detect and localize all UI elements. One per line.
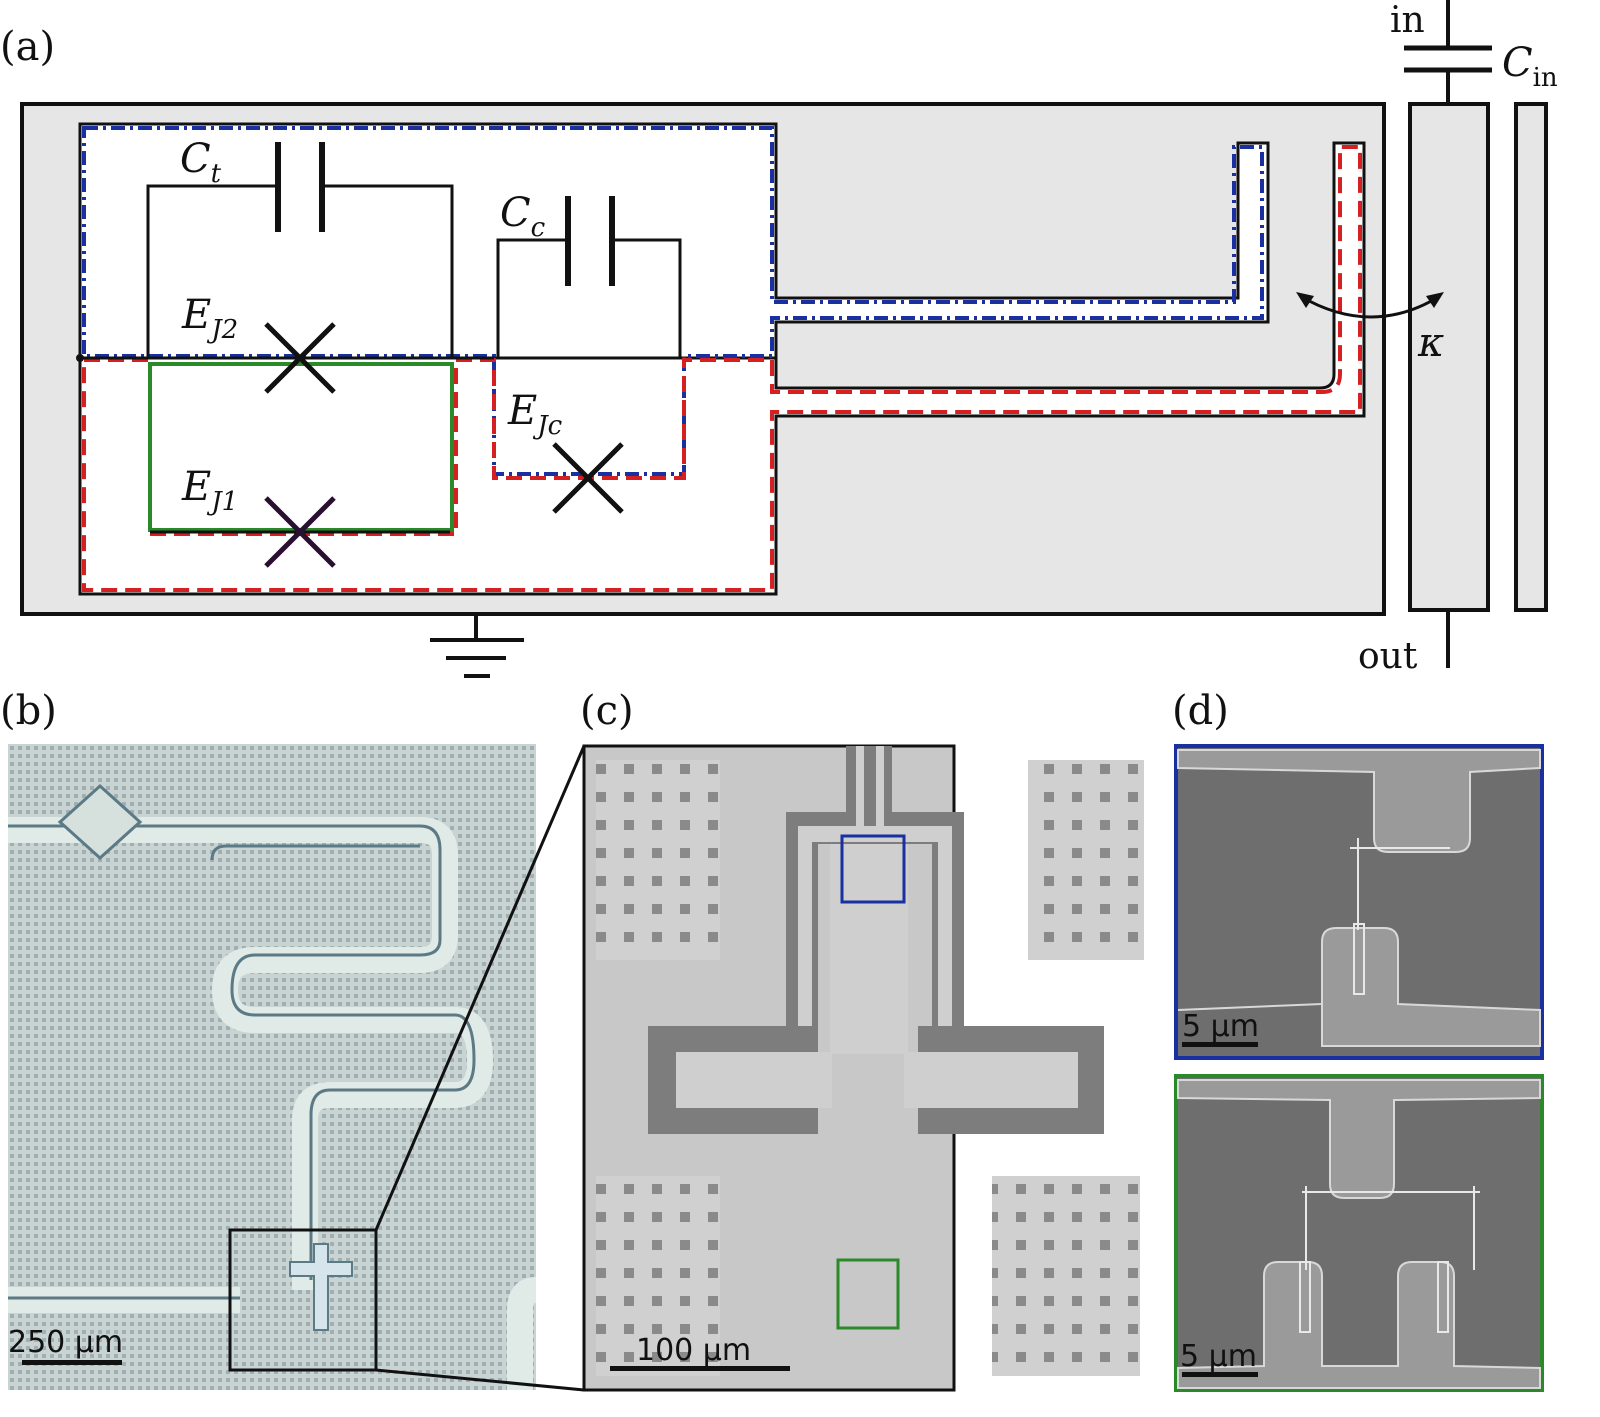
label-Cin: Cin bbox=[1502, 40, 1558, 93]
scalebar-d-bottom bbox=[1182, 1372, 1258, 1377]
panel-b-label: (b) bbox=[0, 688, 57, 734]
qubit-cross-small bbox=[289, 1243, 353, 1331]
qubit-pads bbox=[676, 746, 1078, 1288]
red-loop bbox=[82, 145, 1362, 592]
input-capacitor bbox=[1404, 0, 1492, 668]
zoom-line-top bbox=[374, 745, 586, 1231]
label-EJ2: EJ2 bbox=[181, 292, 238, 345]
arrowhead-left-icon bbox=[1296, 292, 1314, 308]
label-EJ1: EJ1 bbox=[181, 464, 238, 517]
resonator-trace bbox=[8, 824, 476, 1300]
coupling-arrow bbox=[1299, 294, 1441, 319]
zoom-box-b bbox=[228, 1228, 378, 1372]
junction-EJc-icon bbox=[552, 442, 624, 514]
flux-trap-grid-bl bbox=[596, 1176, 720, 1376]
sem-junction-top bbox=[1174, 744, 1544, 1060]
label-EJc: EJc bbox=[507, 388, 563, 441]
scalebar-d-bottom-label: 5 µm bbox=[1180, 1339, 1257, 1374]
input-coupler bbox=[57, 783, 143, 861]
panel-c-label: (c) bbox=[580, 688, 634, 734]
scalebar-c bbox=[610, 1366, 790, 1371]
label-out: out bbox=[1358, 636, 1418, 677]
node-dot bbox=[76, 354, 84, 362]
junction-EJ2-icon bbox=[264, 322, 336, 394]
flux-trap-grid-br bbox=[992, 1176, 1140, 1376]
flux-trap-grid-tl bbox=[596, 760, 720, 960]
zoom-line-bottom bbox=[375, 1368, 585, 1392]
label-kappa: κ bbox=[1417, 320, 1444, 366]
label-in: in bbox=[1390, 0, 1425, 41]
panel-a-label: (a) bbox=[0, 24, 55, 70]
scalebar-b bbox=[22, 1360, 122, 1365]
ground-icon bbox=[430, 614, 524, 678]
flux-trap-grid-tr bbox=[1028, 760, 1144, 960]
zoom-box-blue bbox=[840, 834, 906, 904]
panel-d-label: (d) bbox=[1172, 688, 1229, 734]
lower-island bbox=[78, 141, 1366, 596]
resonator-clearance bbox=[8, 817, 538, 1390]
junction-top-electrodes bbox=[1177, 749, 1541, 1047]
junction-bottom-wires bbox=[1299, 1186, 1480, 1333]
label-Cc: Cc bbox=[500, 190, 546, 243]
scalebar-c-label: 100 µm bbox=[636, 1333, 751, 1368]
junction-bottom-electrodes bbox=[1177, 1079, 1541, 1389]
ground-strip bbox=[1514, 102, 1548, 612]
arrowhead-right-icon bbox=[1426, 292, 1444, 308]
label-Ct: Ct bbox=[180, 136, 222, 189]
capacitor-plates bbox=[275, 142, 615, 286]
scalebar-d-top bbox=[1182, 1042, 1258, 1047]
junction-EJ1-icon bbox=[264, 496, 336, 568]
zoom-box-green bbox=[836, 1258, 900, 1330]
scalebar-d-top-label: 5 µm bbox=[1182, 1009, 1259, 1044]
junction-top-wire bbox=[1350, 838, 1450, 995]
scalebar-b-label: 250 µm bbox=[8, 1325, 123, 1360]
readout-line bbox=[1408, 102, 1490, 612]
